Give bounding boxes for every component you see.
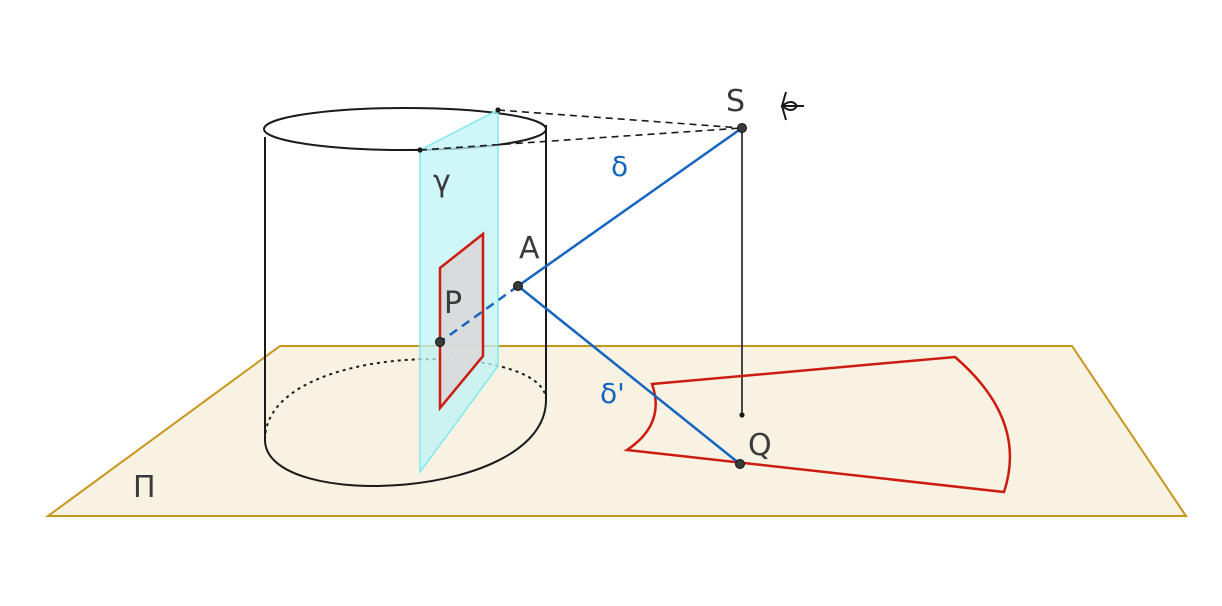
dashed-line-top-back — [497, 109, 743, 129]
label-p: P — [444, 286, 462, 321]
foot-point-s — [739, 412, 745, 418]
line-delta-prime — [517, 285, 741, 465]
red-shadow-sector — [623, 355, 1012, 494]
label-s: S — [726, 84, 745, 119]
ground-plane — [44, 345, 1188, 517]
cylinder-top-ellipse — [263, 107, 547, 151]
label-delta-prime: δ' — [600, 377, 625, 410]
dashed-line-top-front — [419, 127, 743, 151]
eye-icon — [780, 91, 804, 121]
cylinder-bottom-back-arc — [264, 358, 547, 441]
cylinder-bottom-front-arc — [264, 399, 547, 487]
point-a — [513, 281, 523, 291]
top-point-back — [495, 107, 501, 113]
point-p — [435, 337, 445, 347]
label-plane: Π — [133, 470, 156, 505]
label-gamma: γ — [433, 164, 451, 199]
label-a: A — [519, 231, 540, 266]
top-point-front — [417, 147, 423, 153]
point-s — [737, 123, 747, 133]
red-patch — [438, 231, 485, 412]
label-q: Q — [748, 428, 772, 463]
line-delta — [517, 126, 743, 288]
line-delta-hidden — [439, 284, 519, 344]
label-delta: δ — [611, 150, 628, 183]
point-q — [735, 459, 745, 469]
